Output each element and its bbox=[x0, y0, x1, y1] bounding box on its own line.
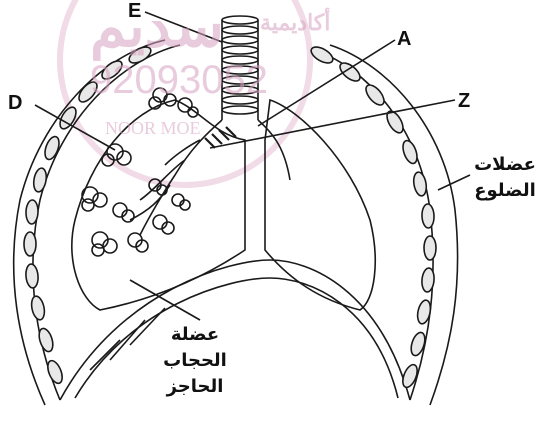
right-ribcage-outer bbox=[330, 45, 458, 405]
label-diaphragm-line2: الحجاب bbox=[150, 348, 240, 374]
watermark-phone: 92093052 bbox=[90, 58, 268, 103]
label-rib-muscles: عضلات الضلوع bbox=[466, 152, 544, 204]
label-A: A bbox=[397, 28, 411, 51]
watermark-name: NOOR MOE bbox=[105, 118, 201, 139]
bronchi-rings bbox=[205, 127, 236, 148]
label-diaphragm-line3: الحاجز bbox=[150, 374, 240, 400]
label-D: D bbox=[8, 92, 22, 115]
label-Z: Z bbox=[458, 90, 470, 113]
alveoli-clusters bbox=[82, 88, 198, 256]
watermark-brand: سديم bbox=[90, 0, 224, 60]
label-diaphragm-line1: عضلة bbox=[150, 322, 240, 348]
label-E: E bbox=[128, 0, 141, 23]
leader-line-Z bbox=[210, 100, 455, 148]
label-rib-muscles-line1: عضلات bbox=[466, 152, 544, 178]
watermark-academy: أكاديمية bbox=[260, 10, 330, 36]
label-rib-muscles-line2: الضلوع bbox=[466, 178, 544, 204]
label-diaphragm: عضلة الحجاب الحاجز bbox=[150, 322, 240, 400]
